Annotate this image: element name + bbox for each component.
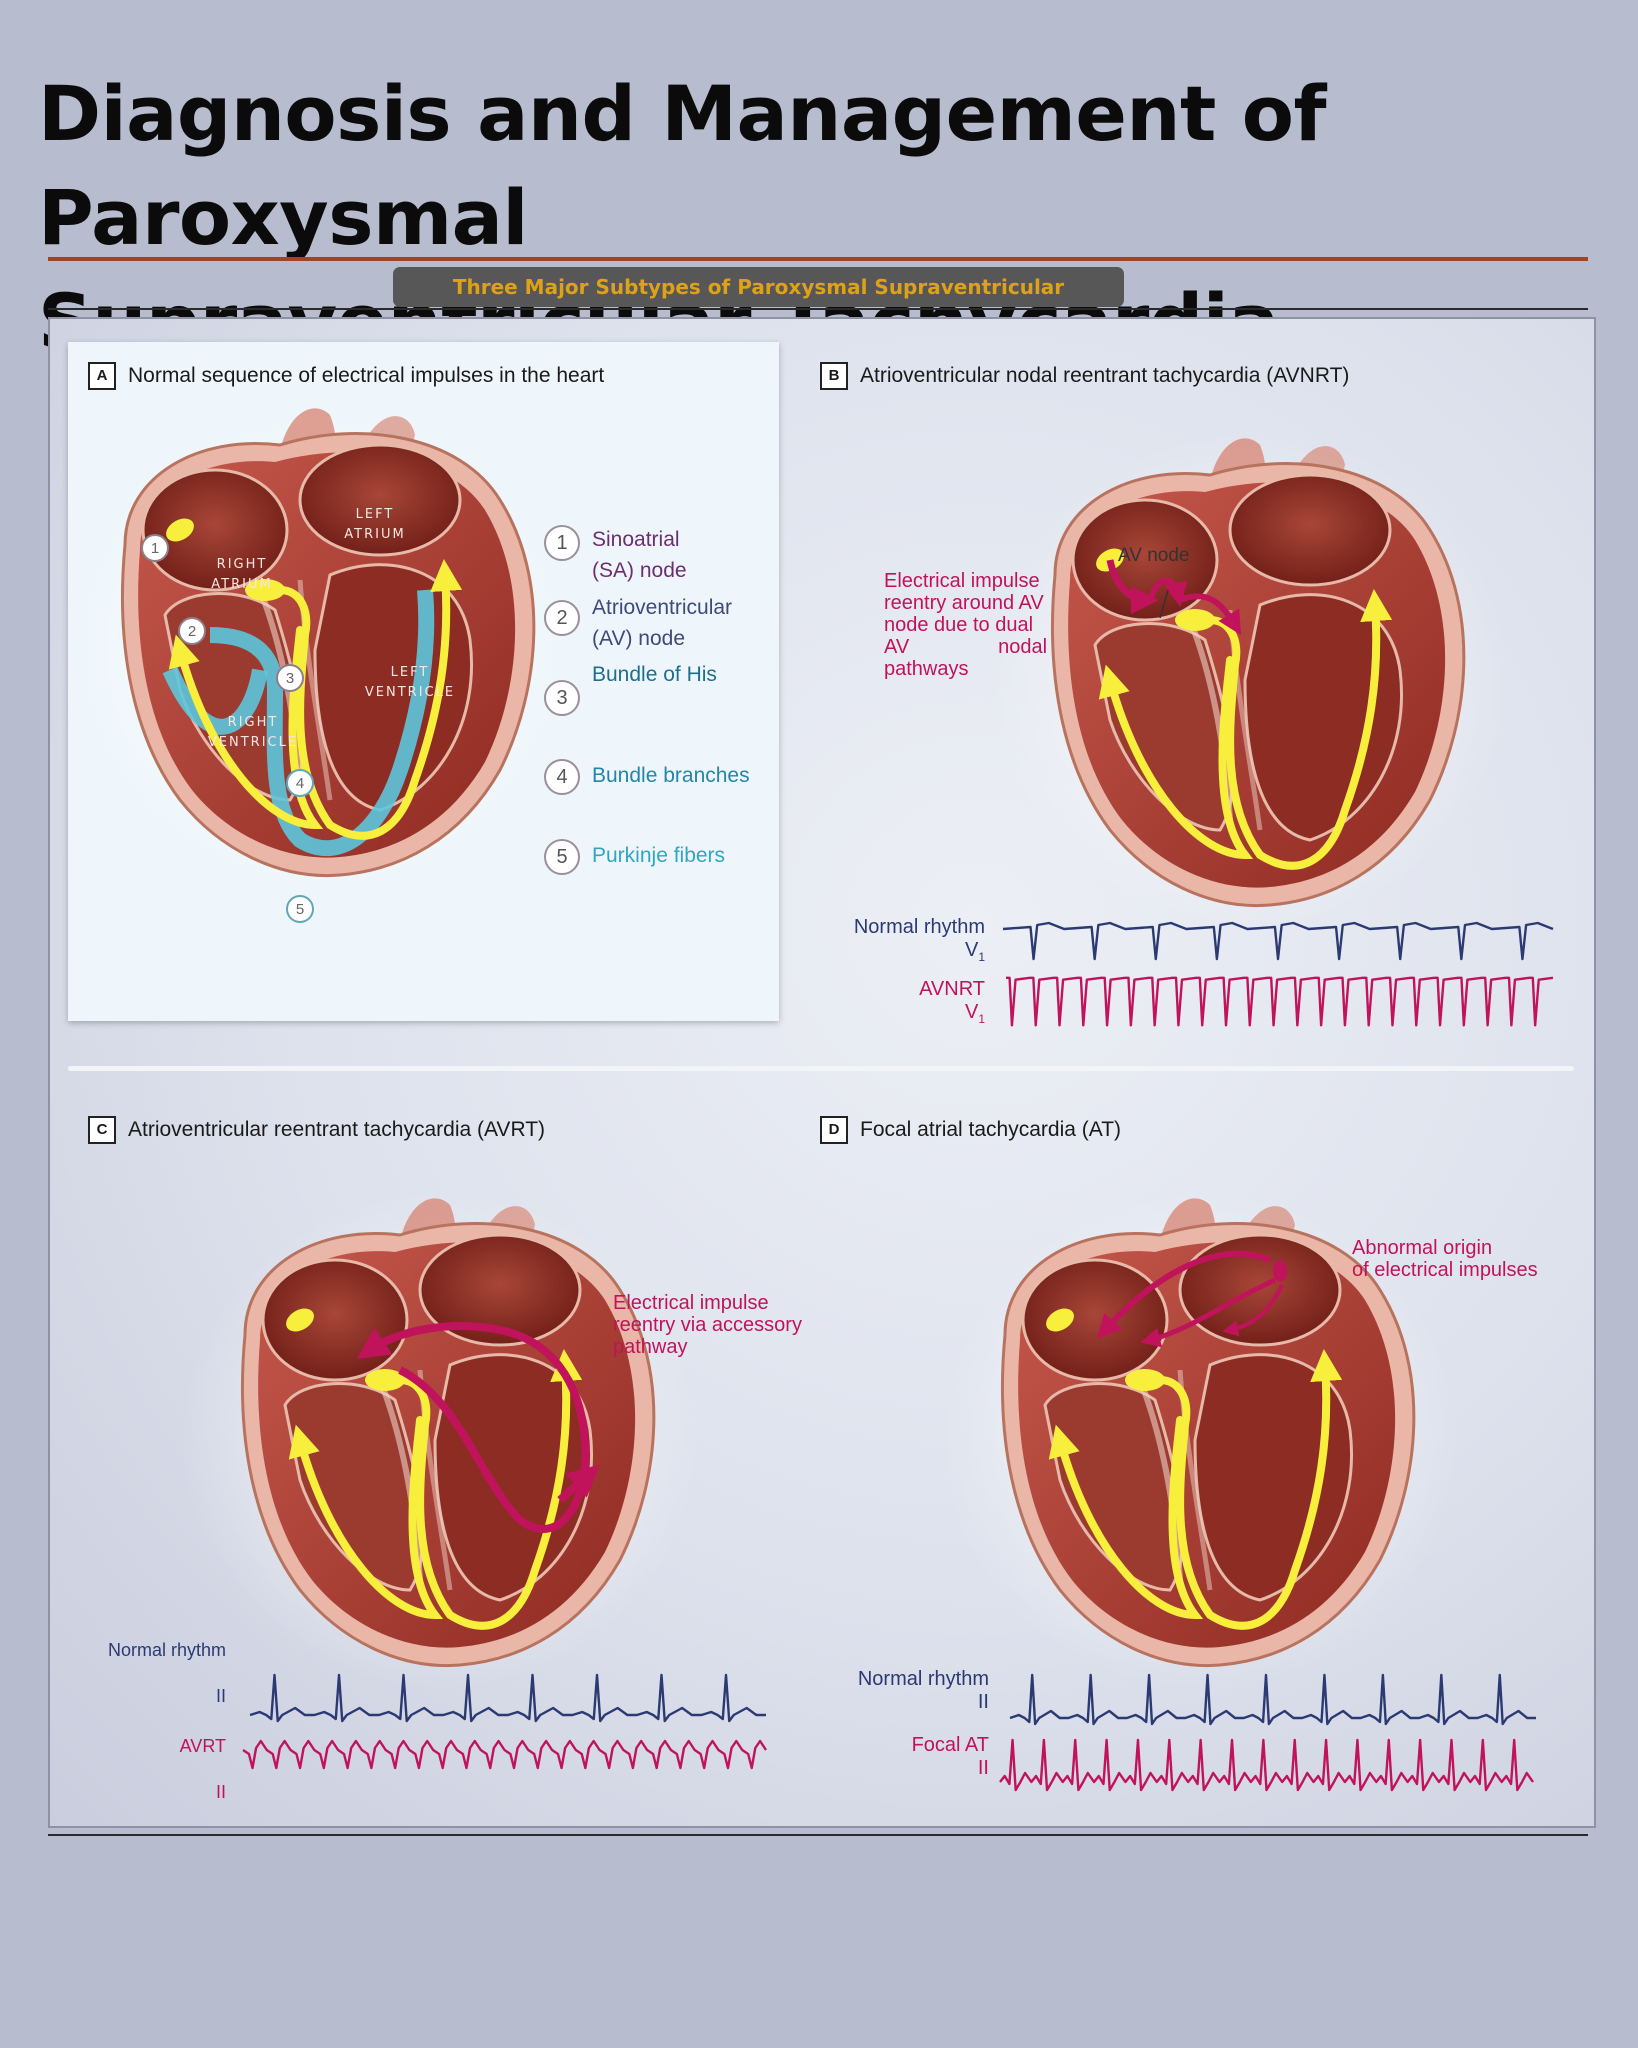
panel-b-anno-4: AV nodal [884,636,1048,658]
panel-c-label: C Atrioventricular reentrant tachycardia… [88,1116,545,1144]
panel-c-ecg-normal-name: Normal rhythm [107,1640,226,1660]
divider-line-bottom [48,1834,1588,1836]
panel-b-ecg-avnrt-label: AVNRT V1 [820,978,985,1026]
ecg-traces [242,921,1554,1792]
panel-d-title: Focal atrial tachycardia (AT) [860,1118,1122,1141]
av-node-label: AV node [1118,545,1190,566]
ecg-panel-d-focal [999,1738,1534,1792]
legend-num-2: 2 [544,600,580,636]
panel-b-anno-5: pathways [884,658,969,680]
legend-2-line2: (AV) node [592,627,685,650]
title-line-1: Diagnosis and Management of Paroxysmal [38,69,1327,262]
legend-1-line1: Sinoatrial [592,528,680,551]
panel-c-anno-1: Electrical impulse [613,1292,769,1314]
legend-item-purkinje: Purkinje fibers [592,844,726,867]
legend-num-1: 1 [544,525,580,561]
panel-b-ecg-avnrt-sub: 1 [978,1012,985,1026]
panel-d-ecg-focal-lead: II [977,1757,989,1779]
panel-d-label: D Focal atrial tachycardia (AT) [820,1116,1121,1144]
ecg-panel-b-normal [1002,921,1554,961]
panel-b-ecg-normal-name: Normal rhythm [853,916,985,938]
panel-b-heart [990,430,1510,930]
panel-b-letter: B [820,362,848,390]
panel-d-ecg-normal-name: Normal rhythm [857,1668,989,1690]
marker-5: 5 [296,901,304,918]
panel-d-annotation: Abnormal origin of electrical impulses [1352,1237,1538,1281]
panel-b-anno-3: node due to dual [884,614,1034,636]
panel-c-heart [180,1190,700,1690]
legend-item-av-node: Atrioventricular (AV) node [592,592,732,654]
panel-b-ecg-normal-label: Normal rhythm V1 [820,916,985,964]
legend-num-4: 4 [544,759,580,795]
panel-b-label: B Atrioventricular nodal reentrant tachy… [820,362,1349,390]
label-left-atrium-1: LEFT [356,507,395,522]
panel-a-letter: A [88,362,116,390]
panel-b-title: Atrioventricular nodal reentrant tachyca… [860,364,1350,387]
panel-c-letter: C [88,1116,116,1144]
panel-b-annotation: Electrical impulse reentry around AV nod… [884,570,1048,680]
marker-1: 1 [151,540,159,557]
title-rule [48,257,1588,261]
panel-b-anno-2: reentry around AV [884,592,1044,614]
panel-c-anno-2: reentry via accessory [613,1314,802,1336]
divider-line-top [48,308,1588,310]
panel-c-annotation: Electrical impulse reentry via accessory… [613,1292,802,1358]
panel-d-heart [940,1190,1460,1690]
panel-b-ecg-avnrt-lead: V [964,1001,979,1023]
panel-d-ecg-normal-lead: II [977,1691,989,1713]
panel-divider [68,1066,1574,1071]
panel-a-title: Normal sequence of electrical impulses i… [128,364,605,387]
label-left-ventricle-1: LEFT [391,665,430,680]
legend-2-line1: Atrioventricular [592,596,733,619]
marker-2: 2 [188,623,196,640]
ecg-panel-b-avnrt [1006,976,1554,1027]
panel-c-title: Atrioventricular reentrant tachycardia (… [128,1118,546,1141]
panel-d-anno-1: Abnormal origin [1352,1237,1493,1259]
panel-c-anno-3: pathway [613,1336,688,1358]
panel-d-ecg-focal-name: Focal AT [911,1734,989,1756]
panel-b-ecg-normal-lead: V [964,939,979,961]
ecg-panel-c-avrt [242,1739,768,1770]
ecg-panel-c-normal [249,1673,766,1723]
ecg-panel-d-normal [1009,1673,1536,1726]
label-left-atrium-2: ATRIUM [344,527,405,542]
panel-b-ecg-avnrt-name: AVNRT [919,978,985,1000]
label-right-atrium-1: RIGHT [217,557,268,572]
label-left-ventricle-2: VENTRICLE [365,685,455,700]
panel-c-ecg-avrt-name: AVRT [179,1736,226,1756]
legend-item-bundle-his: Bundle of His [592,663,717,686]
label-right-ventricle-2: VENTRICLE [208,735,298,750]
panel-b-anno-1: Electrical impulse [884,570,1040,592]
legend-num-5: 5 [544,839,580,875]
panel-c-ecg-normal-lead: II [215,1686,226,1706]
legend-1-line2: (SA) node [592,559,687,582]
legend-num-3: 3 [544,680,580,716]
panel-d-ecg-focal-label: Focal AT II [820,1734,989,1780]
panel-d-ecg-normal-label: Normal rhythm II [820,1668,989,1714]
marker-4: 4 [296,775,304,792]
panel-a-heart: LEFT ATRIUM RIGHT ATRIUM LEFT VENTRICLE … [60,400,580,923]
panel-d-anno-2: of electrical impulses [1352,1259,1538,1281]
label-right-atrium-2: ATRIUM [211,577,272,592]
legend-item-bundle-branches: Bundle branches [592,764,750,787]
panel-c-ecg-avrt-lead: II [215,1782,226,1802]
marker-3: 3 [286,670,294,687]
legend-item-sa-node: Sinoatrial (SA) node [592,524,687,586]
panel-a-label: A Normal sequence of electrical impulses… [88,362,604,390]
label-right-ventricle-1: RIGHT [228,715,279,730]
panel-d-letter: D [820,1116,848,1144]
panel-b-ecg-normal-sub: 1 [978,950,985,964]
